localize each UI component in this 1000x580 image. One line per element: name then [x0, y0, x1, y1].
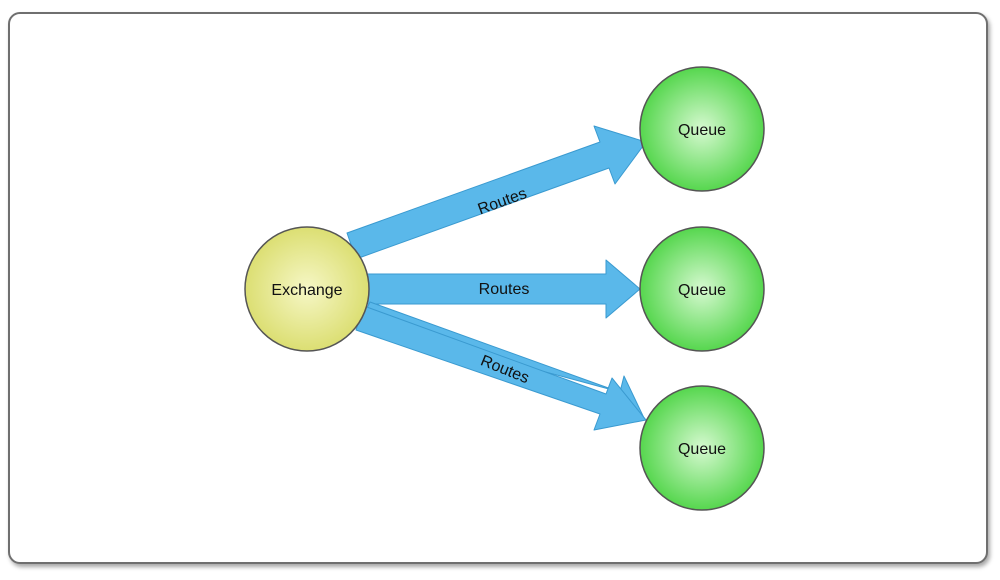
route-arrow-middle: Routes: [365, 259, 641, 319]
queue-circle-bottom: [639, 385, 765, 511]
queue-label-middle: Queue: [678, 282, 726, 299]
queue-node-bottom: Queue: [639, 385, 765, 511]
queue-label-bottom: Queue: [678, 441, 726, 458]
route-arrow-top: Routes: [346, 125, 647, 260]
exchange-label: Exchange: [271, 282, 342, 299]
queue-node-top: Queue: [639, 66, 765, 192]
queue-circle-middle: [639, 226, 765, 352]
queue-label-top: Queue: [678, 122, 726, 139]
route-label-middle: Routes: [479, 281, 530, 298]
route-arrow-bottom-head: [355, 305, 647, 431]
queue-circle-top: [639, 66, 765, 192]
queue-node-middle: Queue: [639, 226, 765, 352]
route-arrow-bottom: Routes: [355, 301, 647, 431]
route-arrow-top-shape: [346, 125, 647, 260]
exchange-node: Exchange: [244, 226, 370, 352]
exchange-circle: [244, 226, 370, 352]
route-arrow-middle-shape: [365, 259, 641, 319]
